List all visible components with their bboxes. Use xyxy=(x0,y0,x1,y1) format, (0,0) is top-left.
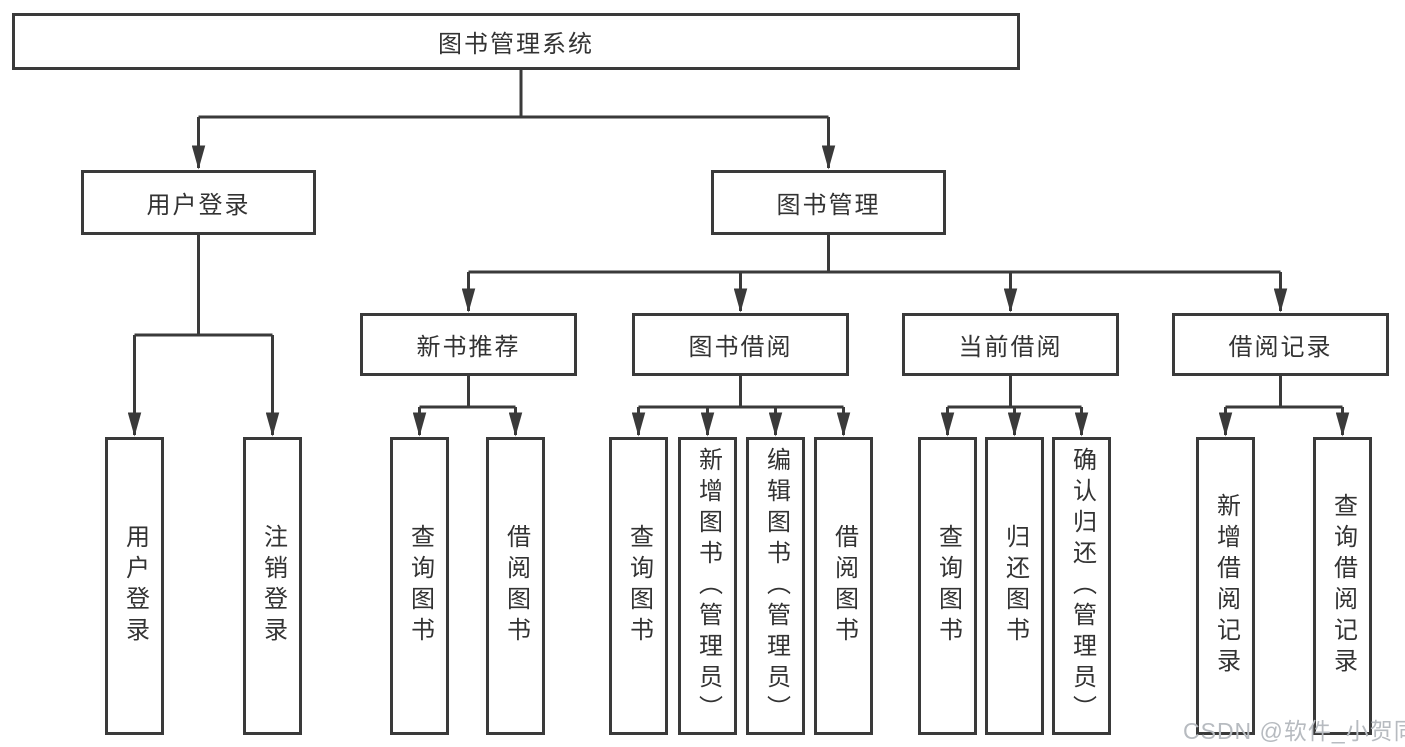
leaf-logout: 注销登录 xyxy=(243,437,302,735)
leaf-add-book-admin-label: 新增图书（管理员） xyxy=(694,446,722,726)
node-root-system: 图书管理系统 xyxy=(12,13,1020,70)
connector-new-book-rec-split xyxy=(412,376,523,437)
connector-current-borrow-split xyxy=(940,376,1089,437)
leaf-query-book-borrow: 查询图书 xyxy=(609,437,668,735)
leaf-logout-label: 注销登录 xyxy=(259,524,287,648)
leaf-confirm-return-admin-label: 确认归还（管理员） xyxy=(1068,446,1096,726)
node-user-login-label: 用户登录 xyxy=(146,192,251,219)
leaf-borrow-book-borrow-label: 借阅图书 xyxy=(830,524,858,648)
leaf-return-book-label: 归还图书 xyxy=(1001,524,1029,648)
leaf-edit-book-admin-label: 编辑图书（管理员） xyxy=(762,446,790,726)
leaf-user-login: 用户登录 xyxy=(105,437,164,735)
node-borrow-record-label: 借阅记录 xyxy=(1228,334,1333,361)
leaf-borrow-book-borrow: 借阅图书 xyxy=(814,437,873,735)
leaf-add-borrow-record-label: 新增借阅记录 xyxy=(1212,493,1240,679)
leaf-query-book-current-label: 查询图书 xyxy=(934,524,962,648)
leaf-edit-book-admin: 编辑图书（管理员） xyxy=(746,437,805,735)
leaf-query-borrow-record: 查询借阅记录 xyxy=(1313,437,1372,735)
leaf-query-book-borrow-label: 查询图书 xyxy=(625,524,653,648)
node-new-book-rec-label: 新书推荐 xyxy=(416,334,521,361)
leaf-borrow-book-rec-label: 借阅图书 xyxy=(502,524,530,648)
node-current-borrow-label: 当前借阅 xyxy=(958,334,1063,361)
node-current-borrow: 当前借阅 xyxy=(902,313,1119,376)
leaf-return-book: 归还图书 xyxy=(985,437,1044,735)
node-book-borrow: 图书借阅 xyxy=(632,313,849,376)
leaf-add-borrow-record: 新增借阅记录 xyxy=(1196,437,1255,735)
csdn-watermark: CSDN @软件_小贺同学 xyxy=(1183,718,1405,744)
node-borrow-record: 借阅记录 xyxy=(1172,313,1389,376)
leaf-user-login-label: 用户登录 xyxy=(121,524,149,648)
leaf-query-borrow-record-label: 查询借阅记录 xyxy=(1329,493,1357,679)
connector-book-mgmt-split xyxy=(461,235,1288,313)
leaf-query-book-current: 查询图书 xyxy=(918,437,977,735)
leaf-query-book-rec-label: 查询图书 xyxy=(406,524,434,648)
node-new-book-rec: 新书推荐 xyxy=(360,313,577,376)
node-book-borrow-label: 图书借阅 xyxy=(688,334,793,361)
node-book-mgmt-group: 图书管理 xyxy=(711,170,946,235)
connector-user-login-split xyxy=(127,235,280,437)
leaf-query-book-rec: 查询图书 xyxy=(390,437,449,735)
connector-book-borrow-split xyxy=(631,376,851,437)
node-book-mgmt-label: 图书管理 xyxy=(776,192,881,219)
connector-borrow-record-split xyxy=(1218,376,1350,437)
leaf-confirm-return-admin: 确认归还（管理员） xyxy=(1052,437,1111,735)
node-user-login-group: 用户登录 xyxy=(81,170,316,235)
leaf-add-book-admin: 新增图书（管理员） xyxy=(678,437,737,735)
connector-root-split xyxy=(191,70,836,170)
node-root-label: 图书管理系统 xyxy=(438,31,594,58)
leaf-borrow-book-rec: 借阅图书 xyxy=(486,437,545,735)
